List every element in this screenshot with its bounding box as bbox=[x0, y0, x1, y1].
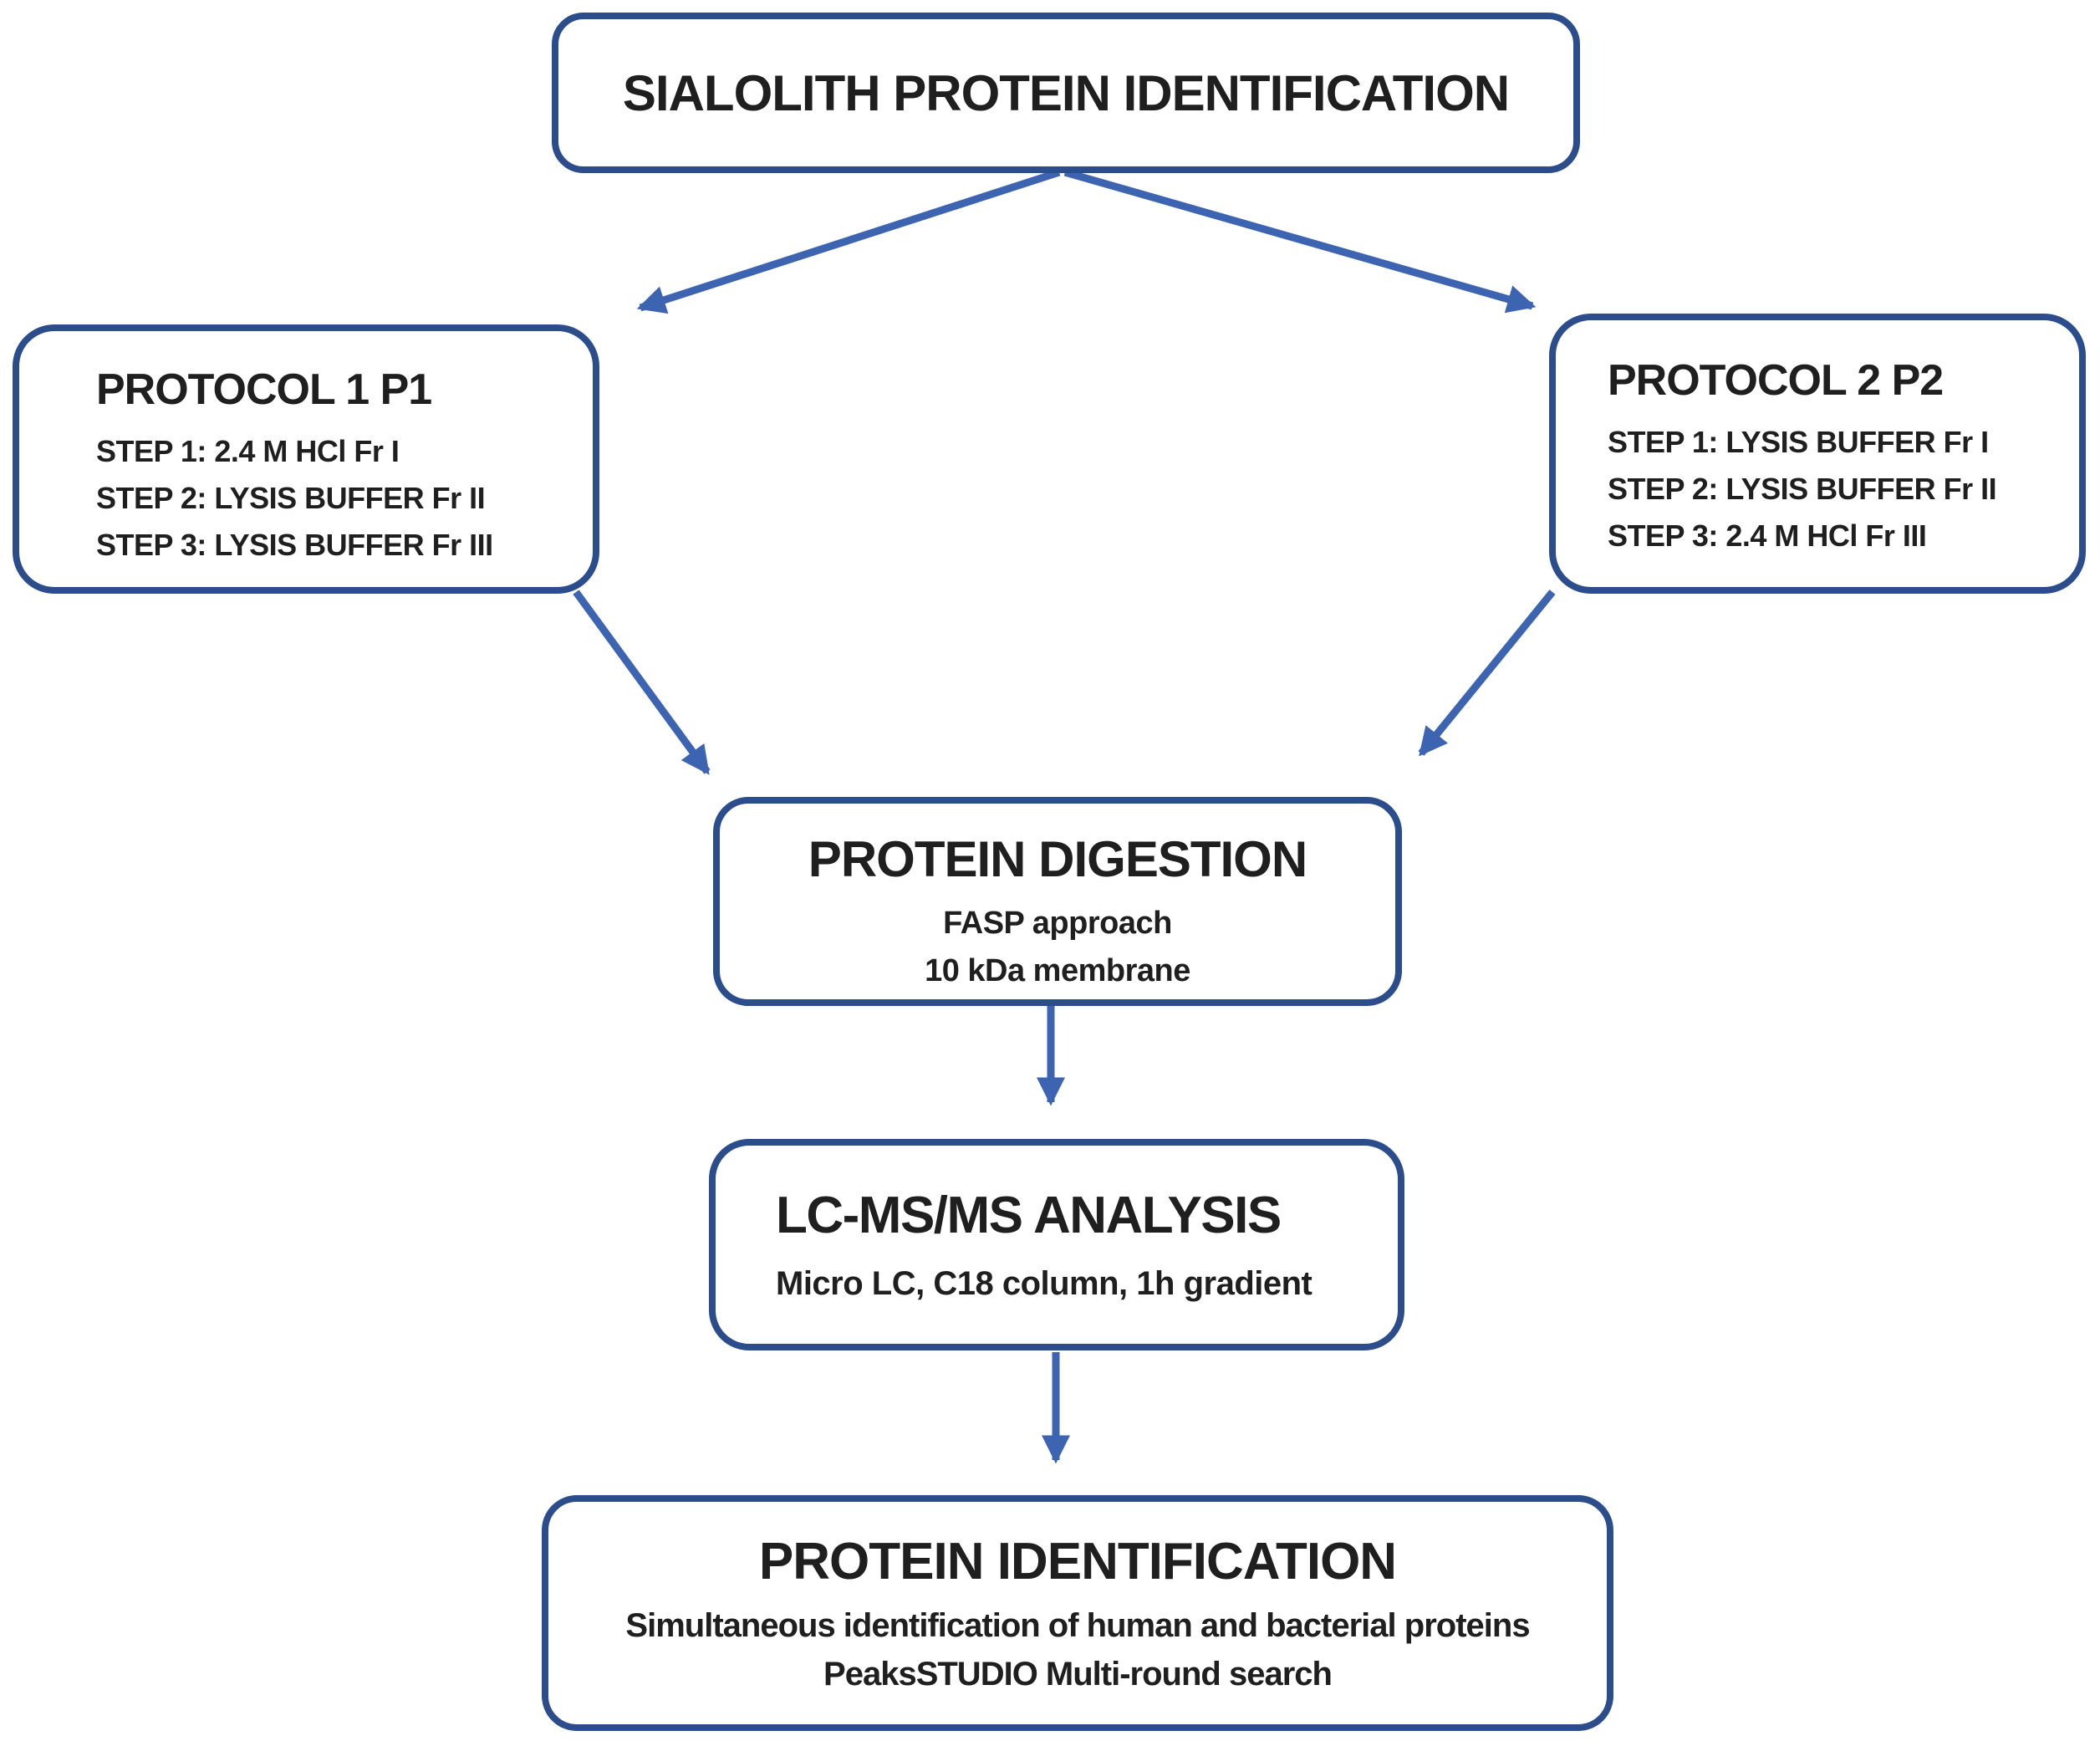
protein-digestion-title: PROTEIN DIGESTION bbox=[808, 831, 1307, 887]
protocol-1-step-2: STEP 2: LYSIS BUFFER Fr II bbox=[96, 480, 486, 515]
protein-digestion-box: PROTEIN DIGESTION FASP approach 10 kDa m… bbox=[713, 797, 1402, 1006]
arrow-root-to-protocol-1 bbox=[636, 168, 1061, 314]
arrow-root-to-protocol-2 bbox=[1063, 168, 1537, 314]
protocol-2-step-1: STEP 1: LYSIS BUFFER Fr I bbox=[1608, 425, 1989, 459]
arrow-protocol-1-to-digestion bbox=[573, 590, 711, 775]
protocol-1-title: PROTOCOL 1 P1 bbox=[96, 365, 432, 414]
arrow-protocol-2-to-digestion bbox=[1418, 590, 1556, 757]
lcms-analysis-box: LC-MS/MS ANALYSIS Micro LC, C18 column, … bbox=[709, 1139, 1404, 1350]
protocol-2-title: PROTOCOL 2 P2 bbox=[1608, 356, 1944, 405]
protocol-1-box: PROTOCOL 1 P1 STEP 1: 2.4 M HCl Fr I STE… bbox=[13, 324, 599, 594]
protocol-1-step-3: STEP 3: LYSIS BUFFER Fr III bbox=[96, 527, 493, 562]
protocol-2-step-3: STEP 3: 2.4 M HCl Fr III bbox=[1608, 518, 1927, 553]
root-title: SIALOLITH PROTEIN IDENTIFICATION bbox=[622, 64, 1510, 121]
protein-digestion-line-2: 10 kDa membrane bbox=[925, 953, 1190, 988]
protein-digestion-line-1: FASP approach bbox=[943, 906, 1172, 941]
protein-identification-line-2: PeaksSTUDIO Multi-round search bbox=[823, 1656, 1333, 1692]
lcms-analysis-line-1: Micro LC, C18 column, 1h gradient bbox=[776, 1265, 1312, 1302]
protein-identification-title: PROTEIN IDENTIFICATION bbox=[758, 1533, 1397, 1590]
protein-identification-line-1: Simultaneous identification of human and… bbox=[625, 1607, 1530, 1644]
protein-identification-box: PROTEIN IDENTIFICATION Simultaneous iden… bbox=[542, 1495, 1613, 1731]
lcms-analysis-title: LC-MS/MS ANALYSIS bbox=[776, 1187, 1282, 1244]
protocol-1-step-1: STEP 1: 2.4 M HCl Fr I bbox=[96, 434, 400, 468]
protocol-2-step-2: STEP 2: LYSIS BUFFER Fr II bbox=[1608, 471, 1997, 506]
root-title-box: SIALOLITH PROTEIN IDENTIFICATION bbox=[552, 13, 1580, 173]
protocol-2-box: PROTOCOL 2 P2 STEP 1: LYSIS BUFFER Fr I … bbox=[1549, 314, 2086, 594]
